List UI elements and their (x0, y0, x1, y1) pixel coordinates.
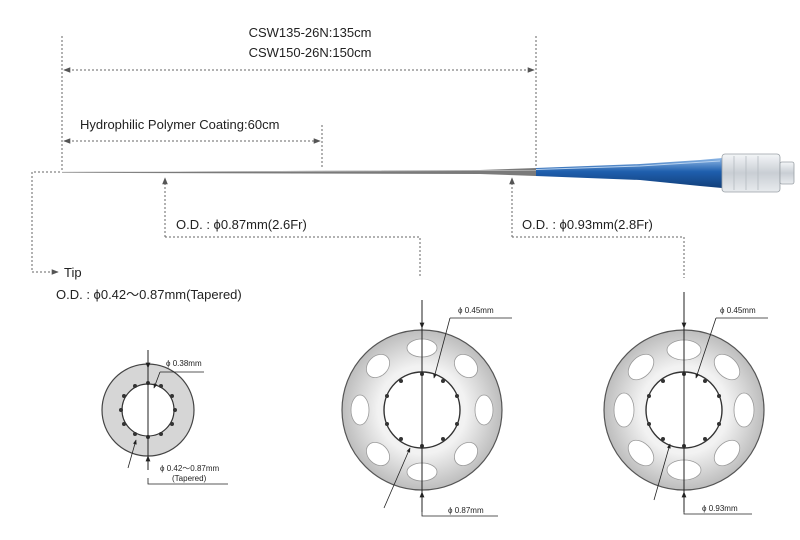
length-label-150: CSW150-26N:150cm (248, 45, 372, 60)
catheter-hub (535, 158, 722, 188)
tip-tapered-note: (Tapered) (172, 474, 207, 483)
mid-outer-diameter-label: ϕ 0.87mm (448, 506, 484, 515)
tip-leader (31, 171, 60, 275)
coating-dimension (63, 125, 323, 168)
tip-od-label: O.D. : ϕ0.42～0.87mm(Tapered) (56, 287, 242, 302)
od-mid-label: O.D. : ϕ0.87mm(2.6Fr) (176, 217, 307, 232)
luer-connector (721, 153, 795, 193)
length-dimension (61, 36, 537, 172)
proximal-inner-diameter-label: ϕ 0.45mm (720, 306, 756, 315)
proximal-outer-diameter-label: ϕ 0.93mm (702, 504, 738, 513)
tip-title: Tip (64, 265, 82, 280)
catheter-shaft (61, 168, 537, 176)
tip-outer-diameter-label: ϕ 0.42～0.87mm (160, 464, 220, 473)
proximal-leader (509, 177, 685, 278)
od-proximal-label: O.D. : ϕ0.93mm(2.8Fr) (522, 217, 653, 232)
length-label-135: CSW135-26N:135cm (248, 25, 372, 40)
coating-label: Hydrophilic Polymer Coating:60cm (80, 117, 280, 132)
cross-section-mid (341, 300, 512, 517)
tip-inner-diameter-label: ϕ 0.38mm (166, 359, 202, 368)
cross-section-tip (101, 350, 228, 485)
mid-leader (162, 177, 421, 278)
mid-inner-diameter-label: ϕ 0.45mm (458, 306, 494, 315)
cross-section-proximal (603, 292, 768, 515)
